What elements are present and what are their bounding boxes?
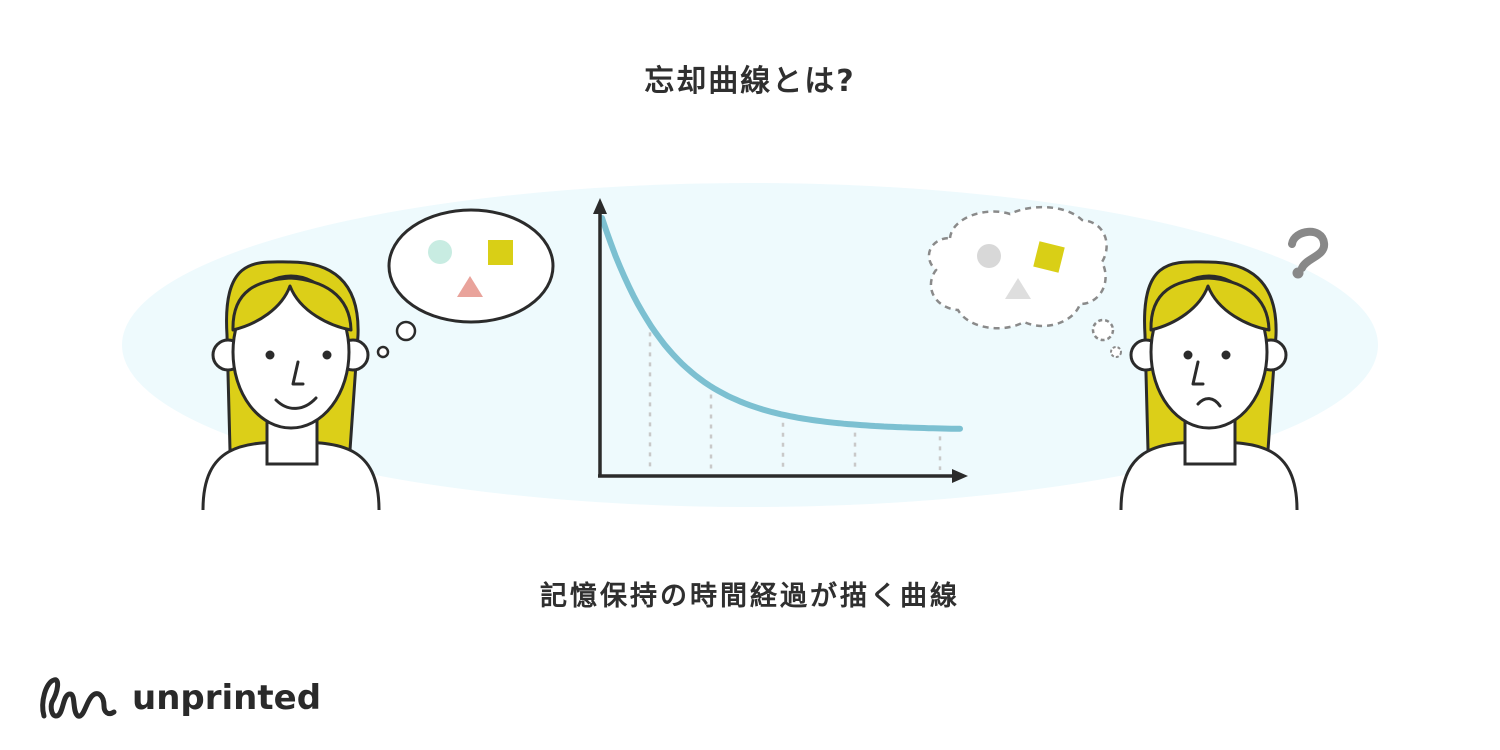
cloud-dot-medium xyxy=(1091,318,1115,342)
y-axis-arrow xyxy=(593,198,607,214)
happy-person xyxy=(201,260,381,511)
question-mark-icon xyxy=(1288,227,1329,279)
faded-thought-bubble xyxy=(927,205,1122,358)
page-title: 忘却曲線とは? xyxy=(644,64,856,99)
cloud-dot-small xyxy=(1110,346,1122,358)
bubble-dot-medium xyxy=(395,320,417,342)
hair-bangs xyxy=(231,276,353,332)
hair-bangs xyxy=(1149,276,1271,332)
forgetting-curve-chart xyxy=(593,198,968,483)
circle-icon xyxy=(977,244,1001,268)
bubble-dot-small xyxy=(376,345,390,359)
triangle-icon xyxy=(1005,278,1031,299)
left-eye xyxy=(1183,350,1193,360)
brand-mark-icon xyxy=(40,677,117,719)
right-eye xyxy=(322,350,332,360)
forgetting-curve-line xyxy=(599,215,963,432)
grid-markers xyxy=(648,332,942,470)
right-eye xyxy=(1221,350,1231,360)
nose xyxy=(291,360,305,386)
triangle-icon xyxy=(457,276,483,297)
left-eye xyxy=(265,350,275,360)
confused-person xyxy=(1119,260,1299,511)
brand-name: unprinted xyxy=(132,678,322,718)
square-icon xyxy=(1033,241,1065,273)
nose xyxy=(1191,360,1205,386)
bubble-main xyxy=(387,208,555,324)
frown-mouth xyxy=(1196,397,1222,408)
brand-logo: unprinted xyxy=(38,672,321,724)
caption: 記憶保持の時間経過が描く曲線 xyxy=(540,581,960,612)
square-icon xyxy=(488,240,513,265)
smile-mouth xyxy=(274,396,318,410)
cloud-bubble xyxy=(927,205,1108,330)
clear-thought-bubble xyxy=(376,208,555,359)
circle-icon xyxy=(428,240,452,264)
x-axis-arrow xyxy=(952,469,968,483)
